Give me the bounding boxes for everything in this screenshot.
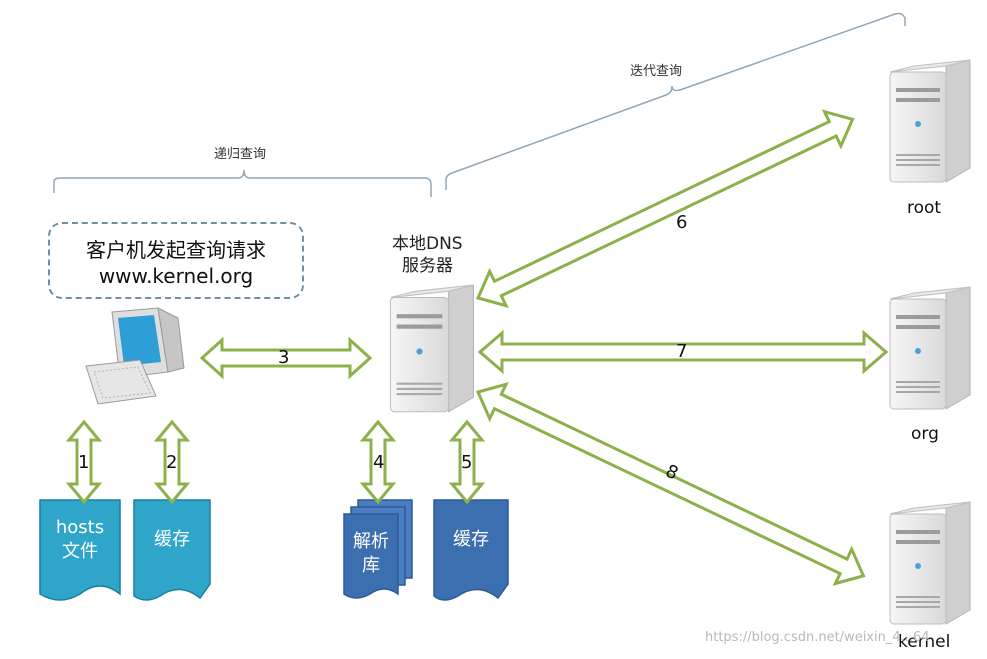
org-server-icon <box>889 286 971 410</box>
local-dns-sub-label: 服务器 <box>402 256 453 276</box>
client-computer-icon <box>85 307 185 405</box>
resolve-lib-line1: 解析 <box>353 531 389 552</box>
recursive-brace <box>53 169 432 197</box>
kernel-server-icon <box>889 501 971 625</box>
iterative-brace <box>445 12 906 190</box>
resolve-lib-doc-icon <box>343 499 413 599</box>
dns-cache-doc-icon <box>433 499 509 601</box>
local-dns-label: 本地DNS <box>392 234 463 254</box>
hosts-file-text: hosts 文件 <box>40 516 120 564</box>
arrow-6 <box>475 109 855 308</box>
arrow-2 <box>153 419 191 505</box>
arrow-3 <box>199 336 373 380</box>
arrow-1 <box>65 419 103 505</box>
step-number: 2 <box>166 452 178 473</box>
step-number: 4 <box>373 452 385 473</box>
client-cache-text: 缓存 <box>154 529 190 550</box>
iterative-query-label: 迭代查询 <box>630 64 683 79</box>
kernel-server-label: kernel <box>898 632 951 652</box>
step-number: 3 <box>278 347 290 368</box>
arrow-4 <box>359 419 397 505</box>
resolve-lib-line2: 库 <box>362 555 380 576</box>
client-request-line1: 客户机发起查询请求 <box>86 238 266 262</box>
step-number: 1 <box>78 452 90 473</box>
root-server-label: root <box>907 198 942 218</box>
step-number: 6 <box>676 212 688 233</box>
local-dns-server-icon <box>389 284 475 413</box>
arrow-5 <box>448 419 486 505</box>
recursive-query-label: 递归查询 <box>214 147 267 162</box>
arrow-7 <box>477 329 889 375</box>
client-request-box: 客户机发起查询请求 www.kernel.org <box>48 222 304 299</box>
dns-cache-text: 缓存 <box>453 529 489 550</box>
step-number: 7 <box>676 341 688 362</box>
client-cache-doc-icon <box>133 499 211 601</box>
org-server-label: org <box>911 424 939 444</box>
resolve-lib-text: 解析 库 <box>344 530 398 578</box>
root-server-icon <box>889 59 971 183</box>
hosts-file-line1: hosts <box>55 517 105 538</box>
watermark-text: https://blog.csdn.net/weixin_4...64 <box>705 630 930 645</box>
step-number: 5 <box>461 452 473 473</box>
hosts-file-doc-icon <box>39 499 121 601</box>
hosts-file-line2: 文件 <box>62 541 98 562</box>
arrow-8 <box>475 382 866 586</box>
client-request-line2: www.kernel.org <box>98 264 254 288</box>
